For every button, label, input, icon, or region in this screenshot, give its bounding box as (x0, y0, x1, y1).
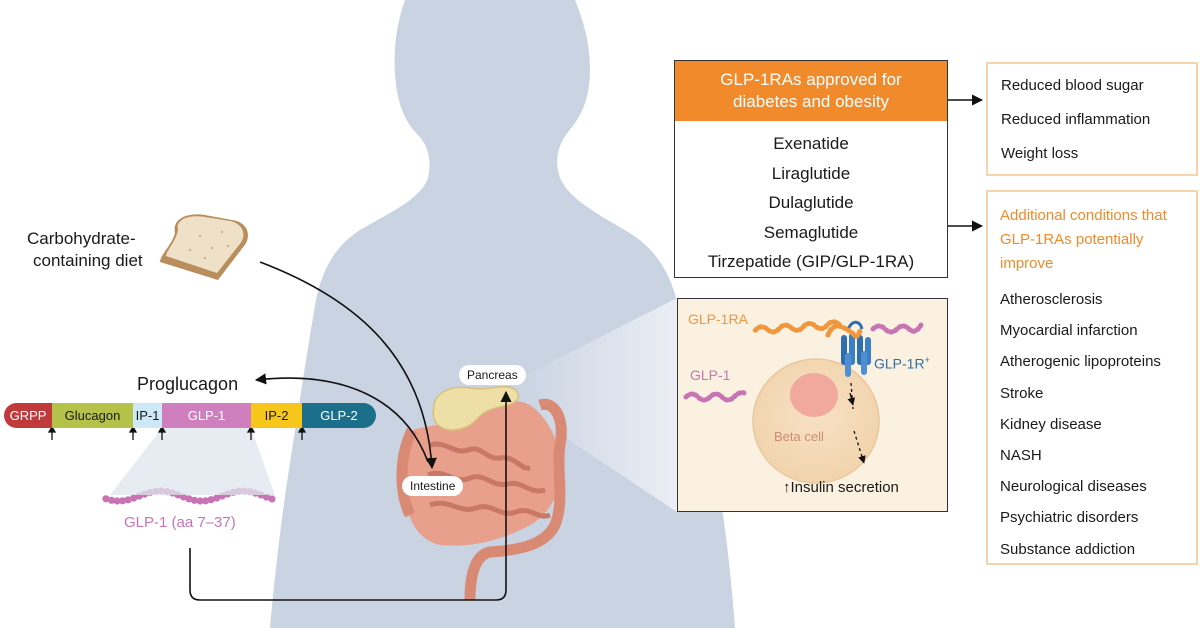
segment-grpp: GRPP (4, 403, 52, 428)
condition-item: Atherosclerosis (1000, 291, 1103, 308)
segment-ip1: IP-1 (133, 403, 162, 428)
diet-label: Carbohydrate- containing diet (27, 229, 143, 270)
conditions-list: Atherosclerosis Myocardial infarction At… (1000, 284, 1190, 565)
intestine-to-proglucagon-arrow (254, 373, 429, 463)
inset-glp1-label: GLP-1 (690, 367, 731, 383)
drug-item: Tirzepatide (GIP/GLP-1RA) (707, 252, 915, 271)
beta-cell-inset: GLP-1RA GLP-1 GLP-1R+ Beta cell ↑Insulin… (677, 298, 948, 512)
segment-ip2: IP-2 (251, 403, 302, 428)
beta-cell-body (752, 358, 880, 484)
condition-item: NASH (1000, 446, 1042, 464)
glp1-cleavage-fan (110, 428, 275, 495)
glp1-chain (683, 390, 747, 403)
glp1-receptor-icon (841, 320, 871, 377)
glp1-to-pancreas-arrow (189, 390, 512, 601)
segment-glp2: GLP-2 (302, 403, 376, 428)
approved-header: GLP-1RAs approved for diabetes and obesi… (675, 61, 947, 121)
peptide-bead (262, 493, 271, 501)
zoom-wedge (516, 298, 677, 512)
conditions-title: Additional conditions that GLP-1RAs pote… (1000, 207, 1167, 272)
intestine-label: Intestine (402, 476, 464, 496)
drug-item: Liraglutide (771, 163, 851, 183)
peptide-bead (130, 494, 138, 502)
intestines-illustration (396, 398, 567, 601)
peptide-bead (102, 495, 110, 503)
peptide-bead (196, 497, 204, 505)
effect-item: Reduced blood sugar (1001, 77, 1144, 94)
condition-item: Stroke (1000, 384, 1044, 402)
peptide-bead (190, 496, 199, 504)
bread-icon (160, 214, 248, 280)
conditions-box: Additional conditions that GLP-1RAs pote… (986, 190, 1198, 565)
effect-item: Weight loss (1001, 145, 1079, 162)
proglucagon-bar: GRPP Glucagon IP-1 GLP-1 IP-2 GLP-2 (4, 403, 376, 428)
peptide-bead (213, 494, 221, 502)
beta-cell-label: Beta cell (774, 429, 824, 444)
signal-arrow (850, 382, 864, 463)
peptide-bead (268, 495, 276, 503)
peptide-bead (119, 497, 127, 505)
condition-item: Neurological diseases (1000, 478, 1147, 496)
peptide-bead (107, 496, 116, 504)
insulin-secretion-label: ↑Insulin secretion (783, 479, 899, 496)
receptor-label: GLP-1R+ (874, 355, 930, 372)
peptide-bead (113, 497, 121, 505)
condition-item: Atherogenic lipoproteins (1000, 353, 1161, 371)
condition-item: Kidney disease (1000, 415, 1102, 433)
glp1-chain-bound (870, 322, 924, 335)
peptide-bead (179, 493, 188, 501)
drug-item: Semaglutide (763, 222, 859, 242)
drug-item: Exenatide (773, 134, 849, 153)
nucleus (790, 373, 838, 417)
beta-cell-drawing (683, 319, 924, 484)
condition-item: Myocardial infarction (1000, 322, 1138, 340)
segment-glucagon: Glucagon (52, 403, 133, 428)
inset-glp1ra-label: GLP-1RA (688, 311, 748, 327)
drug-item: Dulaglutide (768, 193, 854, 212)
glp1ra-chain-bound (825, 323, 863, 339)
effect-item: Reduced inflammation (1001, 111, 1151, 128)
drug-list: Exenatide Liraglutide Dulaglutide Semagl… (675, 121, 947, 277)
glp1-peptide-label: GLP-1 (aa 7–37) (124, 514, 236, 531)
condition-item: Substance addiction (1000, 540, 1136, 558)
peptide-bead (207, 496, 215, 504)
diet-to-intestine-arrow (259, 261, 437, 470)
approved-drugs-box: GLP-1RAs approved for diabetes and obesi… (674, 60, 948, 278)
segment-glp1: GLP-1 (162, 403, 251, 428)
peptide-bead (202, 497, 210, 505)
proglucagon-title: Proglucagon (137, 374, 239, 394)
pancreas-label: Pancreas (459, 365, 526, 385)
cleavage-site-arrows (47, 425, 307, 440)
peptide-bead (185, 495, 193, 503)
condition-item: Psychiatric disorders (1000, 509, 1139, 527)
pancreas-illustration (432, 385, 520, 431)
glp1ra-chain (752, 319, 842, 335)
effects-box: Reduced blood sugar Reduced inflammation… (986, 62, 1198, 176)
peptide-bead (124, 496, 132, 504)
